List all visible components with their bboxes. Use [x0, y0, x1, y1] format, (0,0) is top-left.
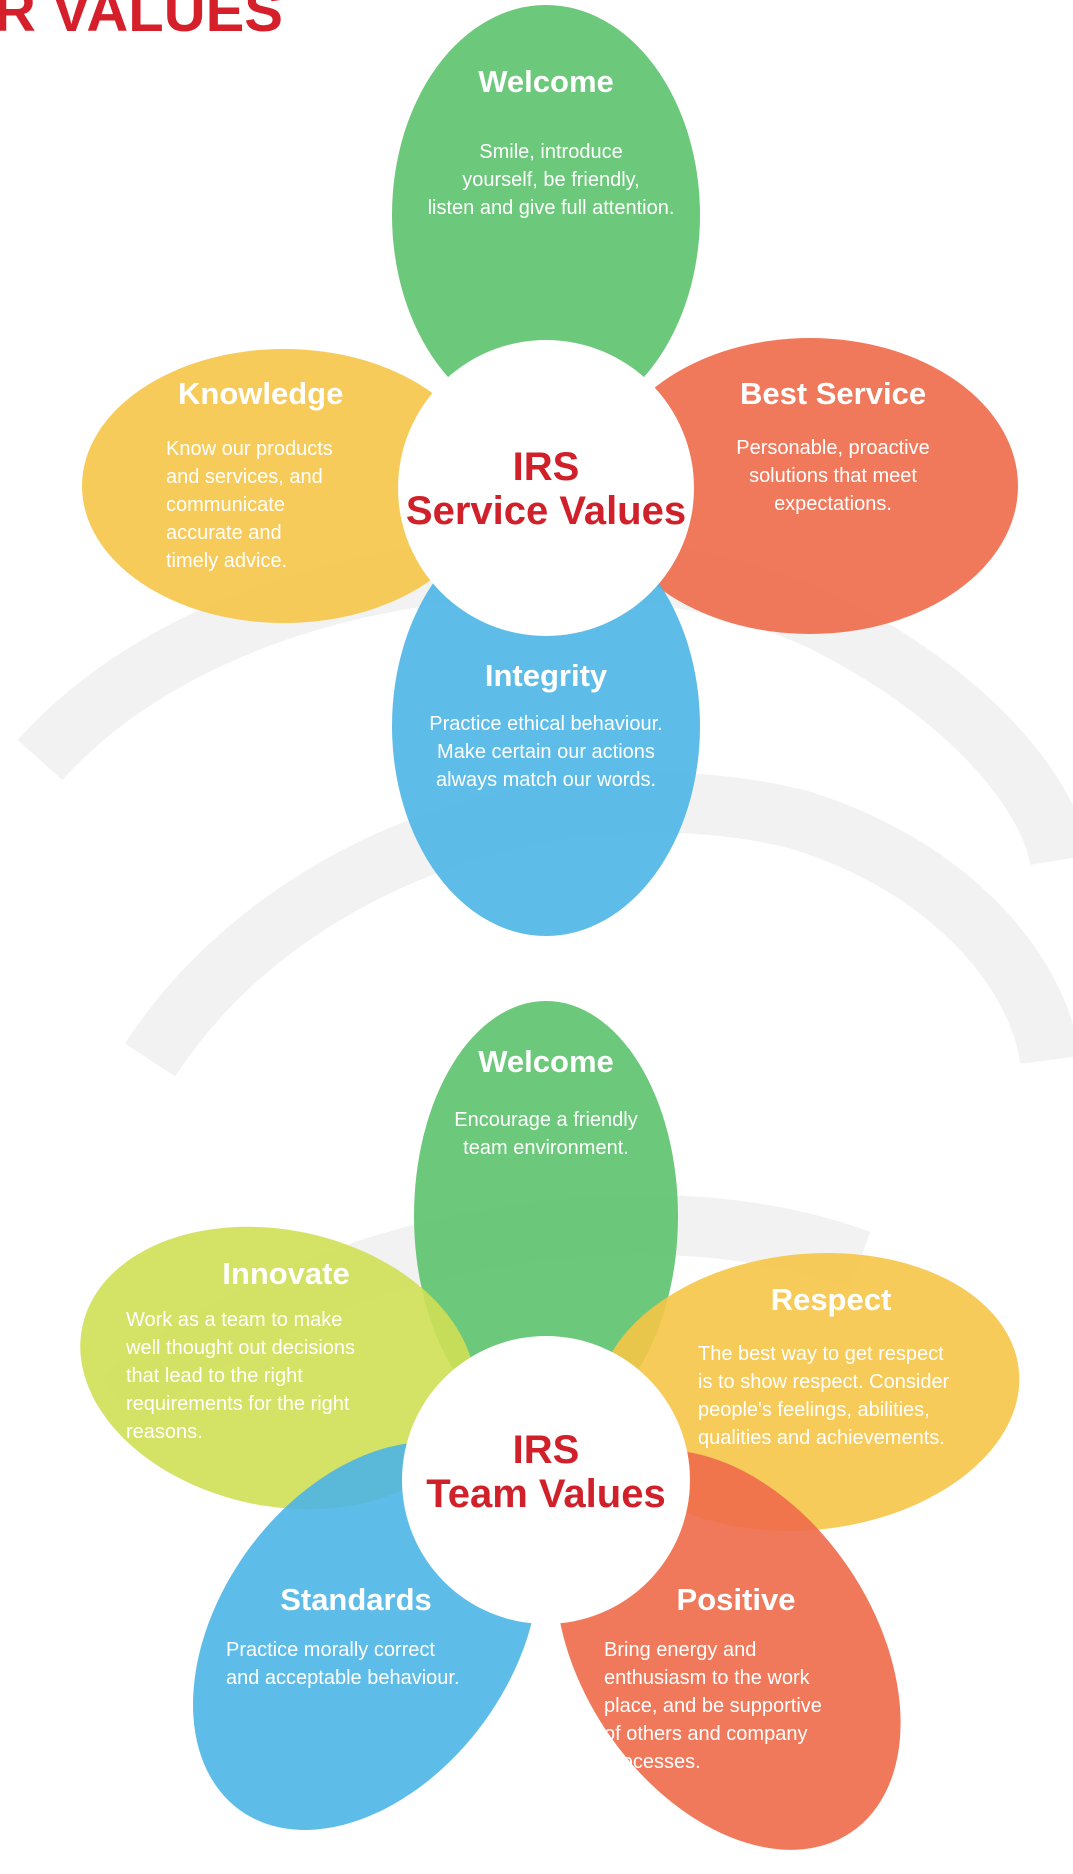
text-line: timely advice. [166, 550, 288, 572]
team-welcome-text: Encourage a friendly team environment. [416, 1106, 676, 1162]
text-line: reasons. [126, 1421, 203, 1443]
team-petal-welcome [414, 1001, 678, 1431]
service-petal-integrity [392, 516, 700, 936]
service-integrity-title: Integrity [484, 658, 608, 693]
text-line: Encourage a friendly [454, 1109, 638, 1131]
service-knowledge-title: Knowledge [178, 376, 344, 411]
text-line: Make certain our actions [437, 741, 655, 763]
service-petal-best-service [602, 338, 1018, 634]
text-line: that lead to the right [126, 1365, 303, 1387]
text-line: always match our words. [435, 769, 657, 791]
service-petal-welcome [392, 5, 700, 425]
text-line: and acceptable behaviour. [226, 1667, 460, 1689]
service-center-circle [398, 340, 694, 636]
text-line: and services, and [166, 466, 323, 488]
text-line: yourself, be friendly, [462, 169, 640, 191]
text-line: processes. [604, 1751, 701, 1773]
team-innovate-title: Innovate [222, 1256, 350, 1291]
service-welcome-text: Smile, introduce yourself, be friendly, … [396, 138, 706, 222]
text-line: Know our products [166, 438, 333, 460]
team-petal-innovate [80, 1226, 476, 1510]
team-values-flower [80, 1001, 1020, 1850]
service-integrity-text: Practice ethical behaviour. Make certain… [396, 710, 696, 794]
text-line: Bring energy and [604, 1639, 757, 1661]
text-line: of others and company [604, 1723, 808, 1745]
page-title: R VALUES [0, 0, 283, 44]
text-line: place, and be supportive [604, 1695, 822, 1717]
team-center-title: IRS Team Values [400, 1428, 692, 1516]
service-petal-knowledge [82, 349, 486, 623]
service-center-title: IRS Service Values [398, 445, 694, 533]
team-positive-text: Bring energy and enthusiasm to the work … [604, 1636, 884, 1776]
text-line: requirements for the right [126, 1393, 350, 1415]
service-values-flower [82, 5, 1018, 936]
team-center-line1: IRS [512, 1428, 580, 1472]
text-line: Practice ethical behaviour. [429, 713, 663, 735]
text-line: qualities and achievements. [698, 1427, 945, 1449]
text-line: well thought out decisions [126, 1337, 356, 1359]
team-standards-text: Practice morally correct and acceptable … [226, 1636, 516, 1692]
text-line: Work as a team to make [126, 1309, 343, 1331]
text-line: Personable, proactive [736, 437, 930, 459]
text-line: enthusiasm to the work [604, 1667, 810, 1689]
team-center-circle [402, 1336, 690, 1624]
text-line: Practice morally correct [226, 1639, 435, 1661]
team-respect-title: Respect [770, 1282, 892, 1317]
service-welcome-title: Welcome [478, 64, 614, 99]
text-line: accurate and [166, 522, 282, 544]
team-standards-title: Standards [280, 1582, 432, 1617]
service-center-line1: IRS [512, 445, 580, 489]
team-welcome-title: Welcome [478, 1044, 614, 1079]
team-center-line2: Team Values [426, 1472, 666, 1516]
text-line: is to show respect. Consider [698, 1371, 950, 1393]
team-innovate-text: Work as a team to make well thought out … [126, 1306, 426, 1446]
text-line: listen and give full attention. [427, 197, 675, 219]
text-line: people's feelings, abilities, [698, 1399, 930, 1421]
text-line: Smile, introduce [479, 141, 623, 163]
text-line: solutions that meet [749, 465, 917, 487]
service-best-service-title: Best Service [739, 376, 927, 411]
text-line: expectations. [774, 493, 892, 515]
text-line: communicate [166, 494, 285, 516]
service-center-line2: Service Values [405, 489, 687, 533]
service-best-service-text: Personable, proactive solutions that mee… [708, 434, 958, 518]
text-line: The best way to get respect [698, 1343, 944, 1365]
text-line: team environment. [463, 1137, 629, 1159]
team-positive-title: Positive [676, 1582, 796, 1617]
team-respect-text: The best way to get respect is to show r… [698, 1340, 1018, 1452]
service-knowledge-text: Know our products and services, and comm… [166, 435, 406, 575]
